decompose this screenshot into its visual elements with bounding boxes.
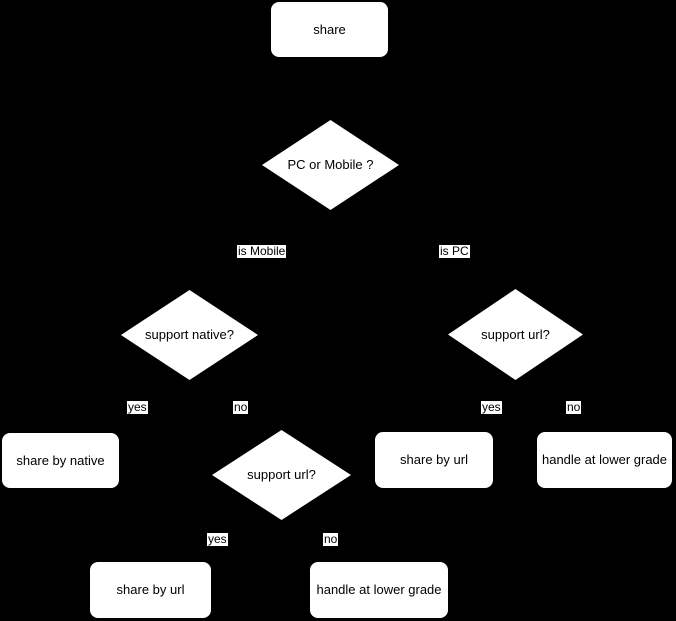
edge-label-is-pc: is PC — [439, 244, 470, 258]
node-handle-at-lower-grade-bottom-label: handle at lower grade — [316, 582, 442, 598]
edge-label-yes-left: yes — [127, 400, 148, 414]
node-share-by-url-bottom: share by url — [90, 562, 211, 618]
edge-label-is-mobile: is Mobile — [237, 244, 287, 258]
edge-label-no-bottom: no — [323, 532, 339, 546]
node-support-native-label: support native? — [145, 327, 234, 343]
node-support-url-right-label: support url? — [481, 326, 550, 342]
node-share: share — [271, 2, 388, 57]
node-share-by-url-bottom-label: share by url — [116, 582, 185, 598]
node-share-by-url-right-label: share by url — [400, 452, 468, 468]
edge-label-no-left: no — [233, 400, 249, 414]
node-share-by-native-label: share by native — [16, 452, 105, 468]
node-support-url-mid-label: support url? — [247, 467, 316, 483]
node-share-by-native: share by native — [2, 433, 119, 488]
node-support-url-mid-decision: support url? — [212, 430, 351, 520]
node-handle-at-lower-grade-right-label: handle at lower grade — [541, 452, 668, 468]
edge-label-yes-right: yes — [481, 400, 502, 414]
edge-label-yes-bottom: yes — [207, 532, 228, 546]
edge-label-no-right: no — [566, 400, 582, 414]
node-handle-at-lower-grade-right: handle at lower grade — [537, 432, 672, 488]
node-share-by-url-right: share by url — [375, 432, 493, 488]
node-support-url-right-decision: support url? — [448, 289, 583, 380]
node-share-label: share — [313, 21, 346, 37]
node-pc-or-mobile-label: PC or Mobile ? — [287, 157, 374, 173]
node-pc-or-mobile-decision: PC or Mobile ? — [262, 120, 399, 210]
node-support-native-decision: support native? — [121, 290, 258, 380]
node-handle-at-lower-grade-bottom: handle at lower grade — [310, 562, 448, 618]
